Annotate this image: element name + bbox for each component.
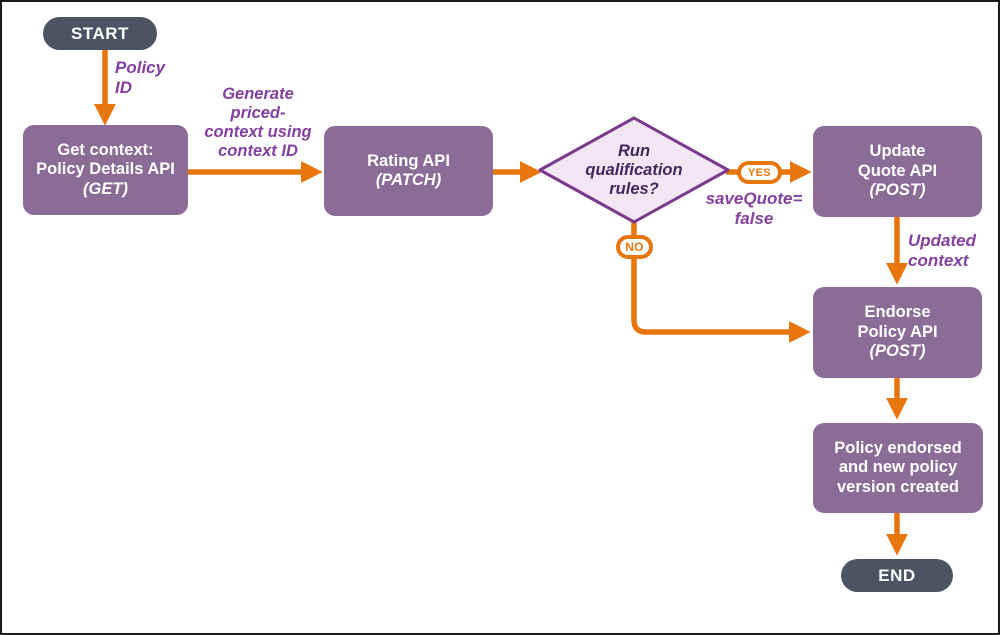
no-badge: NO: [616, 235, 653, 259]
get-context-title: Get context: Policy Details API: [36, 140, 175, 179]
end-node: END: [841, 559, 953, 592]
edge-decision-no-to-endorse: [631, 222, 811, 343]
start-node: START: [43, 17, 157, 50]
policy-endorsed-result-node: Policy endorsed and new policy version c…: [813, 423, 983, 513]
rating-api-title: Rating API: [367, 151, 450, 170]
decision-diamond-shape: [538, 116, 730, 224]
get-context-method: (GET): [83, 179, 128, 198]
yes-badge: YES: [737, 161, 782, 184]
endorse-policy-method: (POST): [869, 342, 926, 361]
update-quote-title: Update Quote API: [857, 142, 938, 180]
start-label: START: [71, 23, 129, 43]
end-label: END: [878, 565, 916, 585]
update-quote-method: (POST): [869, 181, 926, 200]
rating-api-node: Rating API (PATCH): [324, 126, 493, 216]
update-quote-node: Update Quote API (POST): [813, 126, 982, 217]
policy-endorsed-result-title: Policy endorsed and new policy version c…: [834, 438, 962, 496]
endorse-policy-node: Endorse Policy API (POST): [813, 287, 982, 378]
edge-label-save-quote: saveQuote= false: [705, 189, 803, 228]
no-badge-label: NO: [625, 240, 644, 254]
edge-label-policy-id: Policy ID: [115, 58, 166, 97]
decision-node-label: Run qualification rules?: [585, 142, 683, 198]
rating-api-method: (PATCH): [375, 171, 442, 189]
endorse-policy-title: Endorse Policy API: [857, 303, 938, 341]
get-context-node: Get context: Policy Details API (GET): [23, 125, 188, 215]
edge-label-generate-context: Generate priced- context using context I…: [204, 85, 312, 160]
edge-label-updated-context: Updated context: [908, 231, 976, 270]
yes-badge-label: YES: [748, 166, 771, 179]
